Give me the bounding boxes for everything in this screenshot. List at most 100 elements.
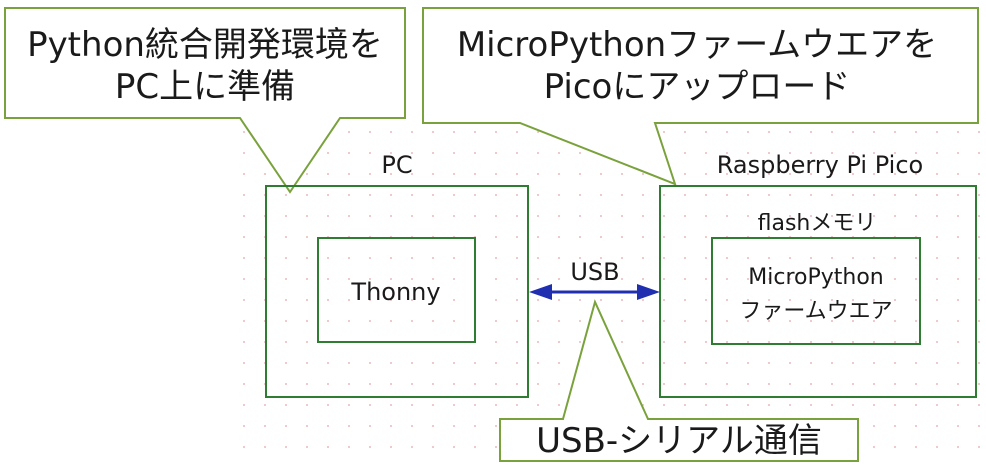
grid-dot	[936, 425, 938, 427]
grid-dot	[474, 173, 476, 175]
grid-dot	[957, 194, 959, 196]
grid-dot	[243, 404, 245, 406]
grid-dot	[495, 299, 497, 301]
grid-dot	[264, 446, 266, 448]
grid-dot	[726, 131, 728, 133]
grid-dot	[768, 362, 770, 364]
grid-dot	[663, 404, 665, 406]
grid-dot	[453, 257, 455, 259]
grid-dot	[705, 383, 707, 385]
grid-dot	[978, 404, 980, 406]
grid-dot	[453, 131, 455, 133]
grid-dot	[810, 173, 812, 175]
grid-dot	[348, 131, 350, 133]
grid-dot	[621, 194, 623, 196]
grid-dot	[600, 236, 602, 238]
grid-dot	[495, 215, 497, 217]
grid-dot	[789, 362, 791, 364]
grid-dot	[663, 362, 665, 364]
grid-dot	[390, 152, 392, 154]
grid-dot	[621, 299, 623, 301]
grid-dot	[453, 383, 455, 385]
grid-dot	[411, 446, 413, 448]
pc-title: PC	[381, 151, 412, 179]
callout-usb-serial-text: USB-シリアル通信	[536, 421, 822, 461]
grid-dot	[642, 173, 644, 175]
grid-dot	[789, 257, 791, 259]
grid-dot	[495, 236, 497, 238]
grid-dot	[894, 446, 896, 448]
callout-pc-setup-line1: Python統合開発環境を	[27, 25, 383, 65]
grid-dot	[432, 404, 434, 406]
grid-dot	[243, 131, 245, 133]
grid-dot	[453, 215, 455, 217]
grid-dot	[516, 194, 518, 196]
grid-dot	[327, 320, 329, 322]
grid-dot	[306, 194, 308, 196]
grid-dot	[705, 173, 707, 175]
grid-dot	[243, 236, 245, 238]
grid-dot	[537, 257, 539, 259]
grid-dot	[579, 299, 581, 301]
grid-dot	[558, 257, 560, 259]
grid-dot	[936, 320, 938, 322]
grid-dot	[348, 362, 350, 364]
grid-dot	[327, 362, 329, 364]
grid-dot	[957, 215, 959, 217]
grid-dot	[432, 131, 434, 133]
grid-dot	[642, 362, 644, 364]
grid-dot	[789, 404, 791, 406]
grid-dot	[936, 236, 938, 238]
grid-dot	[894, 341, 896, 343]
grid-dot	[726, 152, 728, 154]
grid-dot	[285, 404, 287, 406]
callout-upload-line2: Picoにアップロード	[544, 67, 851, 107]
grid-dot	[978, 257, 980, 259]
grid-dot	[558, 362, 560, 364]
grid-dot	[768, 257, 770, 259]
grid-dot	[852, 215, 854, 217]
grid-dot	[369, 425, 371, 427]
grid-dot	[516, 404, 518, 406]
grid-dot	[894, 362, 896, 364]
grid-dot	[579, 236, 581, 238]
grid-dot	[684, 194, 686, 196]
grid-dot	[348, 215, 350, 217]
grid-dot	[894, 131, 896, 133]
grid-dot	[369, 446, 371, 448]
usb-label: USB	[570, 258, 619, 286]
grid-dot	[684, 341, 686, 343]
grid-dot	[579, 152, 581, 154]
usb-arrowhead-right	[637, 284, 660, 300]
grid-dot	[789, 299, 791, 301]
grid-dot	[348, 320, 350, 322]
grid-dot	[600, 278, 602, 280]
grid-dot	[831, 383, 833, 385]
grid-dot	[285, 446, 287, 448]
grid-dot	[558, 320, 560, 322]
grid-dot	[474, 194, 476, 196]
grid-dot	[558, 236, 560, 238]
grid-dot	[369, 278, 371, 280]
grid-dot	[432, 446, 434, 448]
grid-dot	[705, 236, 707, 238]
grid-dot	[873, 173, 875, 175]
grid-dot	[789, 152, 791, 154]
grid-dot	[852, 299, 854, 301]
grid-dot	[873, 299, 875, 301]
grid-dot	[915, 425, 917, 427]
grid-dot	[768, 215, 770, 217]
grid-background	[243, 131, 980, 448]
grid-dot	[243, 320, 245, 322]
grid-dot	[978, 131, 980, 133]
thonny-label: Thonny	[350, 278, 440, 306]
grid-dot	[411, 404, 413, 406]
grid-dot	[432, 152, 434, 154]
grid-dot	[579, 215, 581, 217]
grid-dot	[306, 383, 308, 385]
grid-dot	[411, 299, 413, 301]
grid-dot	[432, 215, 434, 217]
callout-pc-setup	[4, 7, 406, 194]
grid-dot	[243, 278, 245, 280]
